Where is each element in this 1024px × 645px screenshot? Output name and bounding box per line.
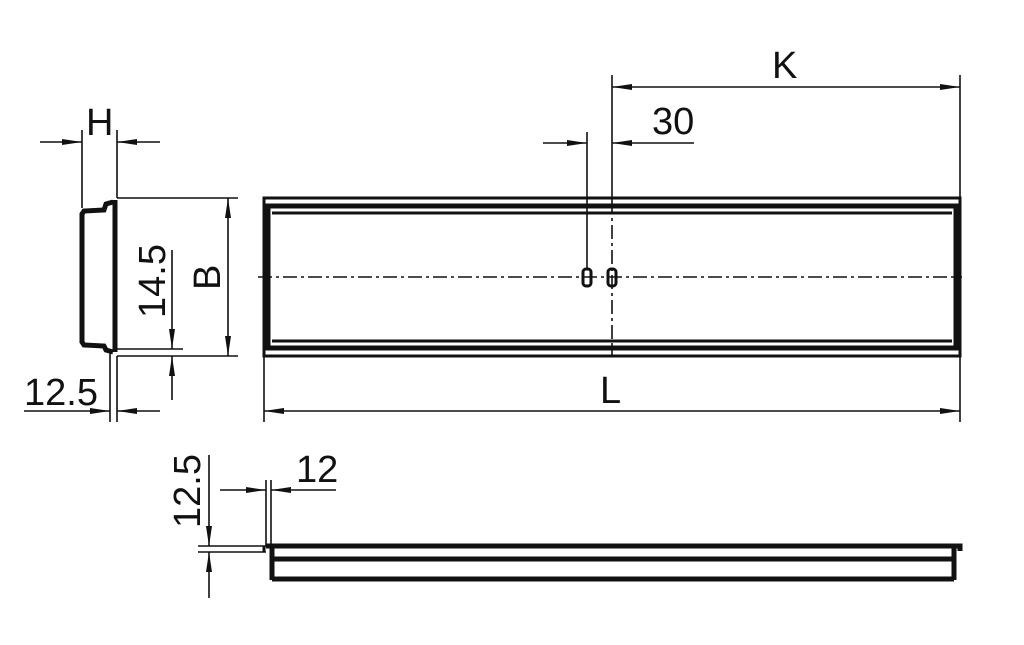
front-elevation: 12 12.5 xyxy=(167,449,963,598)
profile-outline xyxy=(79,199,114,355)
h-label: H xyxy=(86,102,113,144)
dim-12-label: 12 xyxy=(296,449,338,491)
dim-14-5-label: 14.5 xyxy=(132,244,174,318)
dim-12-5-side-label: 12.5 xyxy=(24,372,98,414)
channel-right-end xyxy=(951,543,963,580)
dim-30-label: 30 xyxy=(652,101,694,143)
top-view: K 30 L xyxy=(258,45,962,422)
l-label: L xyxy=(600,370,621,412)
hole-right xyxy=(606,267,618,288)
side-section-view: H B 14.5 12.5 xyxy=(24,102,238,422)
dim-12-5-front-label: 12.5 xyxy=(167,454,209,528)
b-label: B xyxy=(187,265,229,290)
k-label: K xyxy=(772,45,797,87)
